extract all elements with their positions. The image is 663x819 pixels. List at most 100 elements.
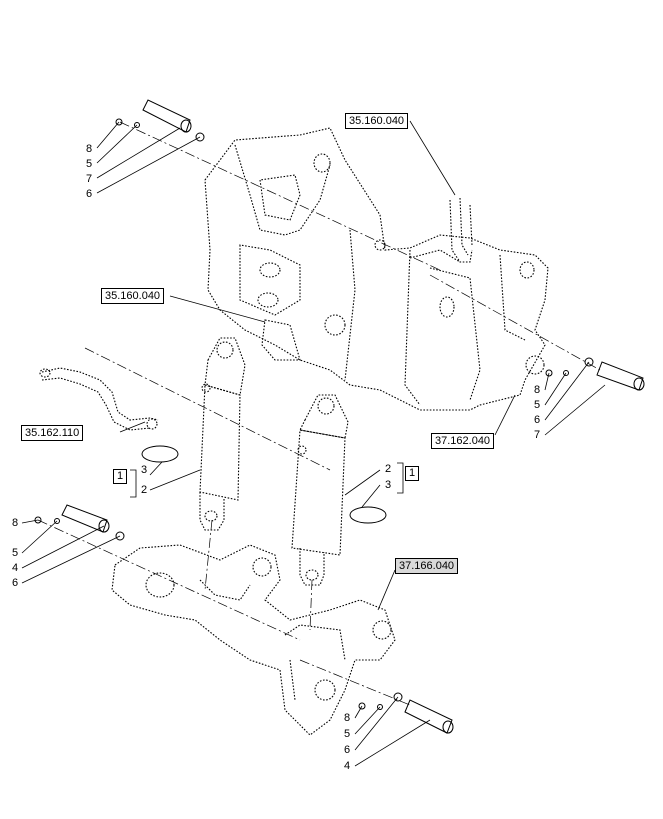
frame-inner-4 — [344, 229, 356, 381]
callout-tr-8: 8 — [534, 384, 541, 396]
callout-left-3: 3 — [141, 464, 148, 476]
hose-pipe-1 — [449, 199, 473, 263]
frame-hole-3 — [525, 355, 545, 375]
callout-ml-5: 5 — [12, 547, 19, 559]
washer-tr — [563, 370, 569, 376]
callout-ml-8: 8 — [12, 517, 19, 529]
left-hose-inner — [41, 377, 151, 431]
frame-hole-5 — [257, 292, 279, 308]
callout-tl-8: 8 — [86, 143, 93, 155]
frame-inner-5 — [404, 249, 421, 406]
lower-axle-hole-2 — [252, 557, 272, 577]
diagram-linework — [39, 127, 549, 736]
callout-ml-4: 4 — [12, 562, 19, 574]
frame-inner-7 — [499, 254, 526, 341]
left-cylinder-body — [199, 384, 241, 501]
callout-bl-6: 6 — [344, 744, 351, 756]
bush-tr — [584, 357, 594, 367]
callout-tl-5: 5 — [86, 158, 93, 170]
callout-left-2: 2 — [141, 484, 148, 496]
callout-right-box-1[interactable]: 1 — [405, 466, 419, 481]
ref-35-160-040-top[interactable]: 35.160.040 — [345, 113, 409, 129]
pin-top-left-end — [180, 119, 192, 133]
bush-tl — [195, 132, 205, 142]
left-hose — [41, 367, 159, 421]
bolt-ml — [34, 516, 42, 524]
cl-cyl-right — [309, 579, 313, 631]
cl-right — [429, 274, 601, 371]
ref-35-160-040-mid[interactable]: 35.160.040 — [101, 288, 165, 304]
center-lines — [37, 121, 601, 706]
lower-axle-inner-3 — [289, 659, 296, 701]
lower-axle-outline — [111, 544, 396, 736]
left-hose-fitting — [39, 368, 51, 378]
left-cylinder-eye-bottom — [204, 510, 218, 522]
callout-ml-6: 6 — [12, 577, 19, 589]
frame-inner-6 — [429, 267, 481, 401]
pin-bottom-end — [442, 720, 454, 734]
left-cylinder-port — [201, 383, 211, 393]
cl-top — [119, 121, 441, 271]
pin-right-end — [633, 377, 645, 391]
hose-pipe-4 — [409, 249, 461, 263]
o-ring-left — [141, 445, 179, 463]
callout-tl-7: 7 — [86, 173, 93, 185]
right-cylinder-body — [291, 429, 346, 556]
lower-axle-inner-2 — [284, 624, 346, 661]
bush-ml — [115, 531, 125, 541]
cl-bottom — [299, 659, 411, 706]
lower-axle-inner-1 — [199, 579, 251, 601]
callout-right-2: 2 — [385, 463, 392, 475]
washer-bl — [377, 704, 383, 710]
bolt-tl — [115, 118, 123, 126]
frame-hole-2 — [519, 261, 535, 279]
cl-cyl-left — [204, 519, 213, 591]
left-cylinder-top — [204, 337, 246, 396]
right-cylinder-eye-bottom — [305, 569, 319, 581]
frame-inner-3 — [239, 244, 301, 316]
right-cylinder-port — [297, 445, 307, 455]
ref-37-166-040[interactable]: 37.166.040 — [395, 558, 459, 574]
callout-bl-4: 4 — [344, 760, 351, 772]
ref-37-162-040[interactable]: 37.162.040 — [431, 433, 495, 449]
frame-outline — [204, 127, 549, 411]
right-cylinder-rod — [299, 548, 325, 586]
pin-mid-left-end — [98, 519, 110, 533]
frame-hole-4 — [259, 262, 281, 278]
frame-inner-2 — [259, 174, 301, 221]
right-cylinder-top — [299, 394, 349, 439]
washer-tl — [134, 122, 140, 128]
frame-hole-6 — [439, 296, 455, 318]
left-cylinder-eye — [216, 341, 234, 359]
lower-axle-hole-1 — [145, 572, 175, 598]
frame-block — [261, 319, 301, 361]
callout-tr-6: 6 — [534, 414, 541, 426]
bolt-tr — [545, 369, 553, 377]
callout-right-3: 3 — [385, 479, 392, 491]
pin-mid-left — [61, 504, 108, 533]
left-cylinder-rod — [199, 492, 225, 531]
frame-inner-1 — [234, 144, 331, 236]
callout-bl-5: 5 — [344, 728, 351, 740]
leader-lines — [21, 120, 606, 767]
callout-bl-8: 8 — [344, 712, 351, 724]
lower-axle-hole-3 — [372, 620, 392, 640]
left-hose-fitting-2 — [146, 418, 158, 430]
callout-left-box-1[interactable]: 1 — [113, 469, 127, 484]
pin-bottom — [404, 699, 453, 734]
pin-right — [596, 361, 644, 391]
pin-top-left — [142, 99, 191, 133]
cl-mid-left — [37, 519, 301, 641]
cl-left-hose — [84, 347, 331, 471]
bush-bl — [393, 692, 403, 702]
hose-pipe-2 — [459, 197, 469, 256]
right-cylinder-eye — [317, 397, 335, 415]
bolt-bl — [358, 702, 366, 710]
frame-hole-1 — [313, 153, 331, 173]
ref-35-162-110[interactable]: 35.162.110 — [21, 425, 84, 441]
washer-ml — [54, 518, 60, 524]
frame-hole-8 — [374, 239, 386, 251]
callout-tl-6: 6 — [86, 188, 93, 200]
frame-hole-7 — [324, 314, 346, 336]
